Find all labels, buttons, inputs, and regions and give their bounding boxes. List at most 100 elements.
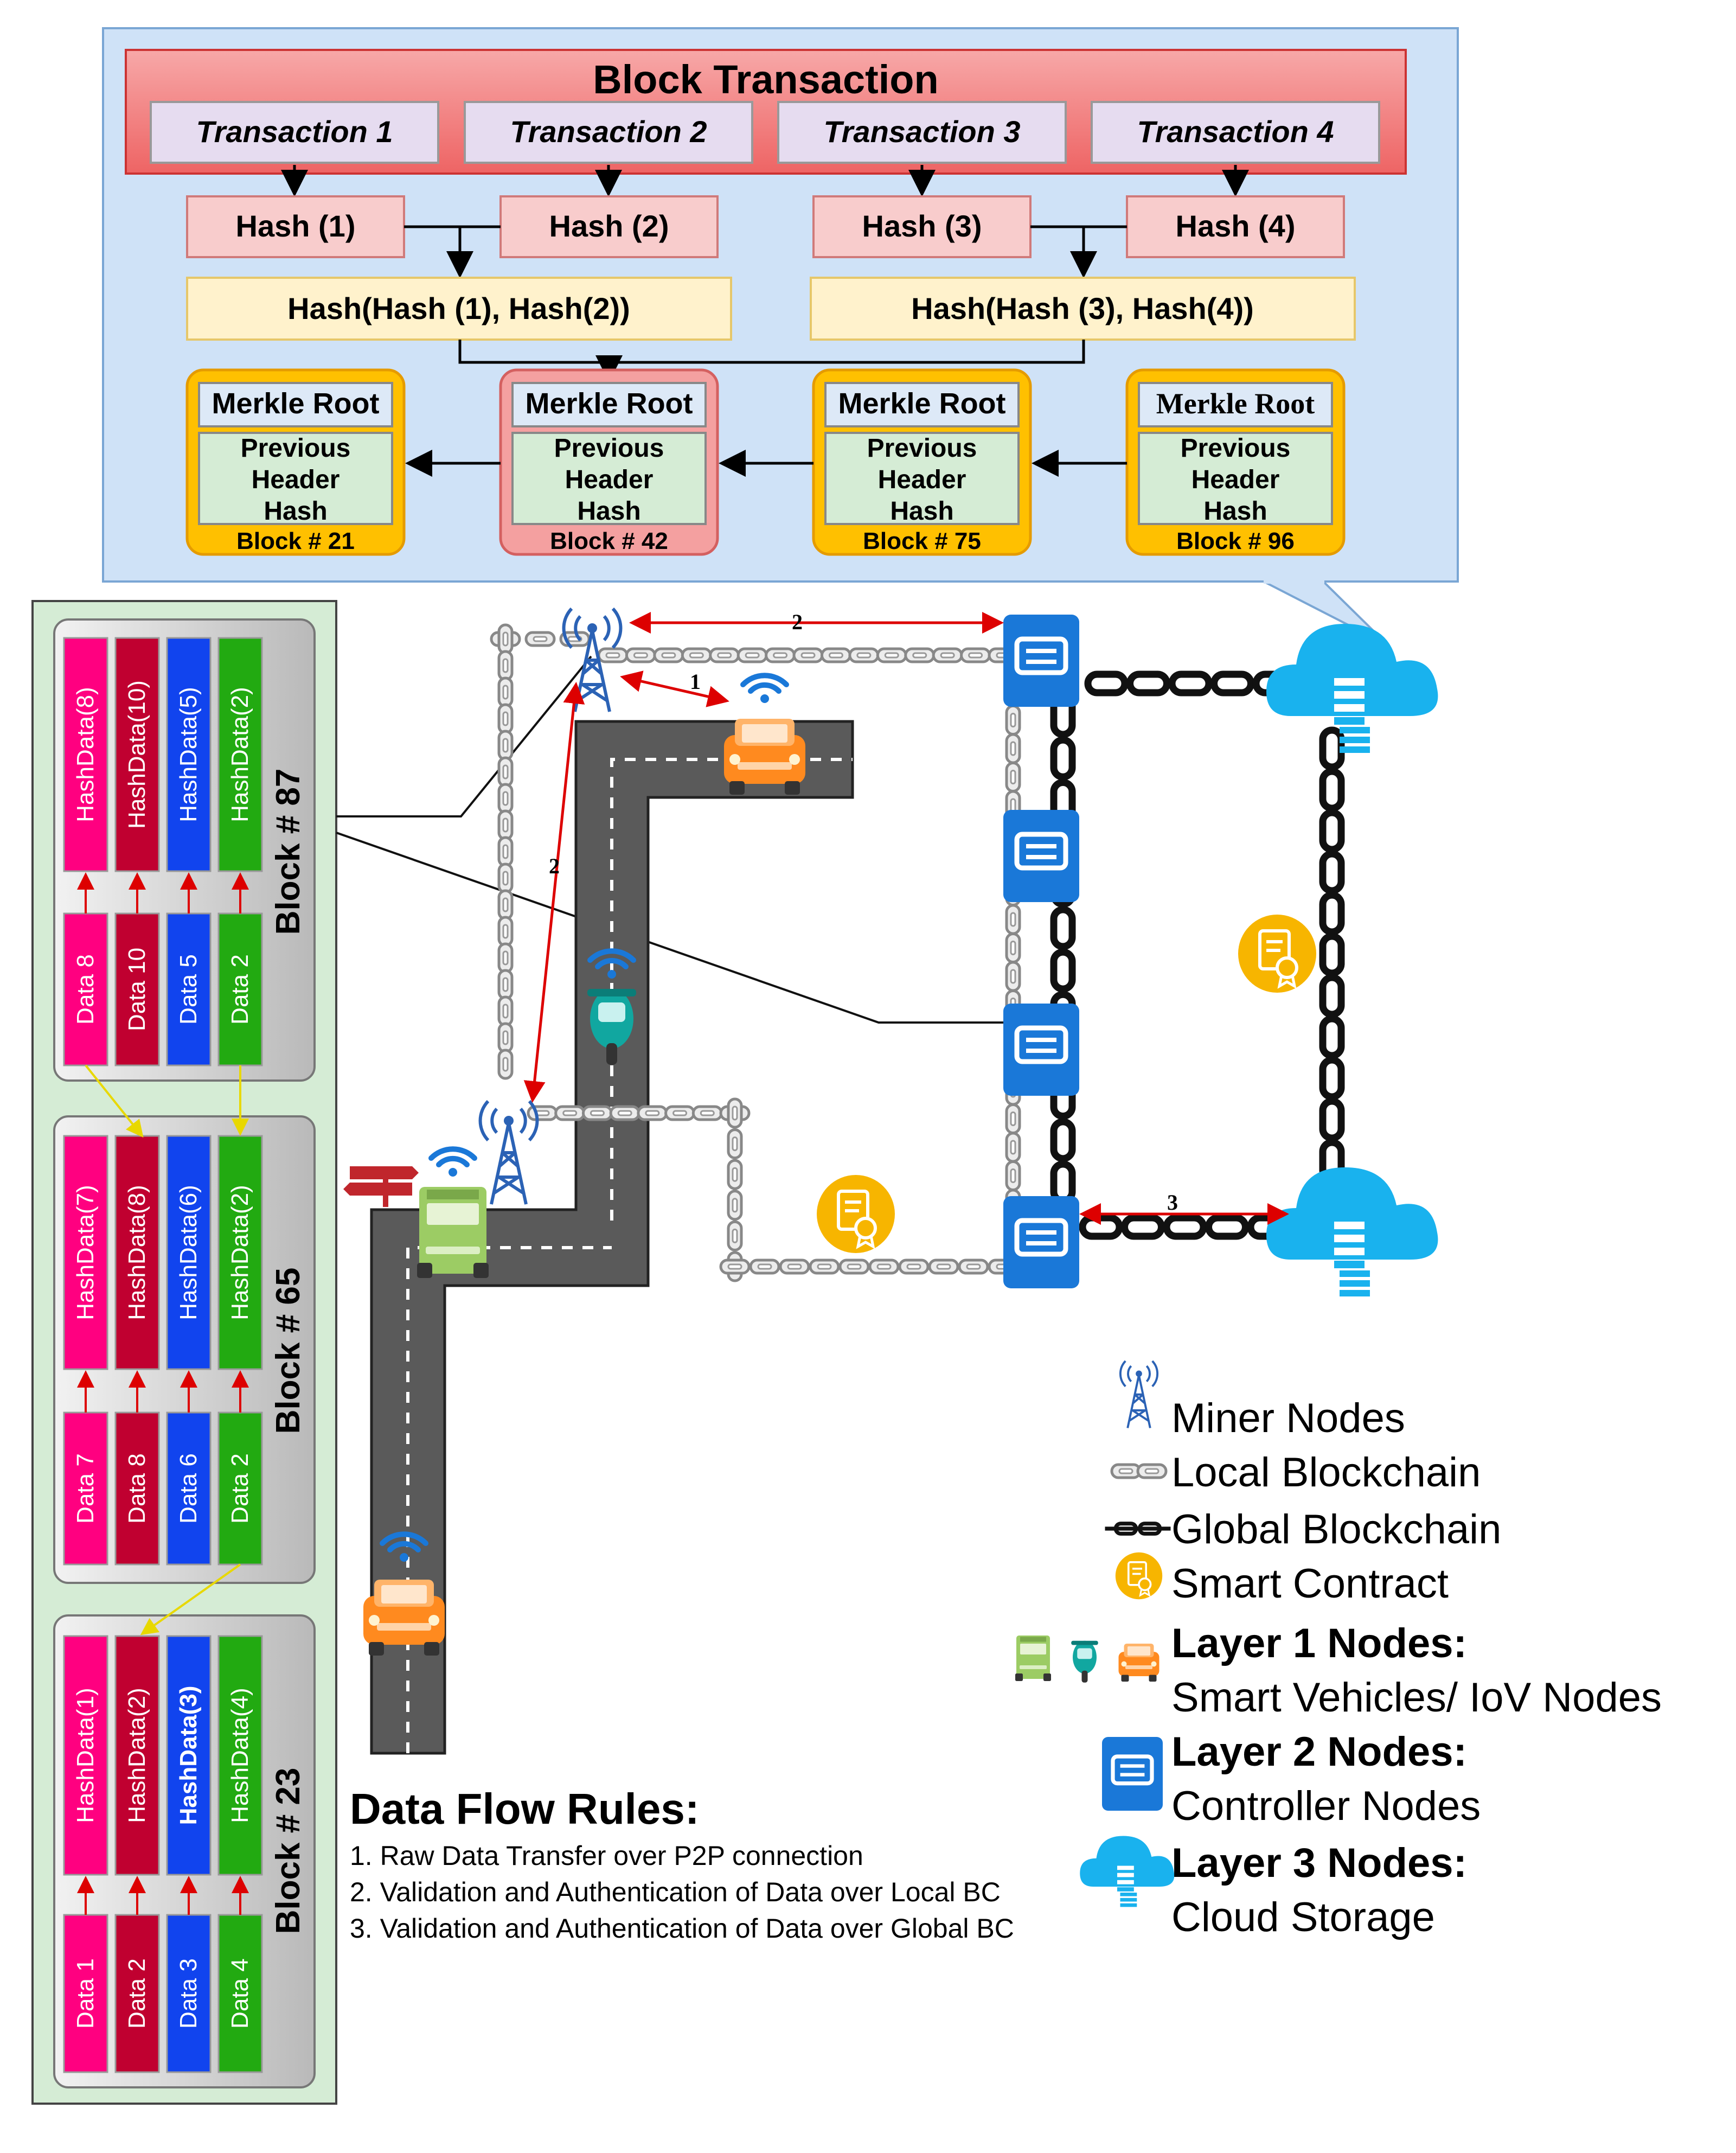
chain-block-75 [812,368,1032,556]
cloud-storage-node-2 [1266,1167,1438,1296]
block-number-21: Block # 21 [236,528,355,554]
data-87-1: Data 8 [72,954,99,1025]
wifi-icon [431,1149,475,1177]
global-chain-link [1054,1164,1072,1201]
local-chain-link [499,970,512,999]
legend-local-chain-icon [1112,1465,1166,1478]
local-chain-link [728,1160,741,1189]
legend-global-chain-icon [1105,1524,1171,1534]
hash-label-1: Hash (1) [236,209,356,243]
rule-2: 2. Validation and Authentication of Data… [350,1877,1001,1907]
global-chain-link [1323,978,1341,1014]
local-chain-link [810,1260,838,1273]
transaction-label-3: Transaction 3 [823,114,1020,149]
road-sign-icon [343,1166,419,1207]
local-chain-link [728,1222,741,1250]
local-chain-link [611,1107,639,1120]
local-chain-link [766,649,795,662]
legend-global-label: Global Blockchain [1171,1506,1501,1553]
local-chain-link [499,651,512,680]
global-chain-link [1214,674,1251,693]
legend-miner-label: Miner Nodes [1171,1395,1405,1441]
local-chain-link [499,944,512,972]
data-blocks-panel: HashData(8) HashData(10) HashData(5) Has… [31,600,337,2105]
global-chain-link [1323,854,1341,891]
controller-node-3 [1003,1004,1079,1096]
local-chain-link [638,1107,667,1120]
merkle-root-label-4: Merkle Root [1156,387,1315,420]
local-chain-link [528,1107,556,1120]
legend-layer2-title: Layer 2 Nodes: [1171,1729,1467,1775]
global-chain-link [1323,771,1341,808]
data-block-label-87: Block # 87 [270,769,307,935]
cloud-storage-node-1 [1266,624,1438,753]
transaction-box-4 [1091,101,1380,164]
global-chain-link [1323,1101,1341,1138]
local-chain-link [780,1260,809,1273]
local-chain-link [1007,1105,1020,1133]
local-chain-link [728,1130,741,1158]
data-23-2: Data 2 [124,1958,150,2029]
block-number-75: Block # 75 [863,528,981,554]
global-chain-link [1082,1218,1119,1236]
local-chain-link [738,649,766,662]
legend-layer1-title: Layer 1 Nodes: [1171,1620,1467,1666]
edge-label-2-top: 2 [792,610,803,634]
hashdata-65-3: HashData(6) [175,1185,202,1320]
hash-label-2: Hash (2) [549,209,669,243]
global-chain-link [1323,730,1341,767]
local-chain-link [499,758,512,786]
local-chain-link [877,649,906,662]
local-chain-link [822,649,850,662]
smart-contract-icon-1 [1238,915,1316,993]
hashdata-23-4: HashData(4) [227,1688,253,1823]
legend-layer2-desc: Controller Nodes [1171,1783,1481,1829]
transaction-label-4: Transaction 4 [1137,114,1334,149]
prev-label-4a: Previous [1181,434,1291,463]
data-block-23 [53,1614,316,2088]
local-chain-link [794,649,822,662]
legend-layer3-desc: Cloud Storage [1171,1894,1435,1940]
local-chain-link [499,705,512,733]
global-chain-link [1054,910,1072,947]
global-chain-link [1323,1060,1341,1097]
legend-contract-icon [1114,1551,1163,1600]
block-transaction-title: Block Transaction [593,57,938,102]
data-65-1: Data 7 [72,1453,99,1524]
prev-label-2c: Hash [577,497,640,526]
local-chain-link [526,633,554,646]
global-chain-link [1125,1218,1162,1236]
hashdata-23-1: HashData(1) [72,1688,99,1823]
data-87-3: Data 5 [175,954,202,1025]
prev-label-3a: Previous [867,434,977,463]
block-number-96: Block # 96 [1176,528,1295,554]
data-87-2: Data 10 [124,948,150,1031]
data-23-4: Data 4 [227,1958,253,2029]
local-chain-link [721,1260,749,1273]
transaction-label-1: Transaction 1 [196,114,393,149]
hashdata-65-1: HashData(7) [72,1185,99,1320]
hashdata-65-4: HashData(2) [227,1185,253,1320]
pair-hash-label-2: Hash(Hash (3), Hash(4)) [911,291,1254,325]
local-chain-link [655,649,683,662]
local-chain-link [499,891,512,919]
local-chain-link [900,1260,928,1273]
smart-contract-icon-2 [817,1175,895,1253]
smart-vehicle-car-1 [724,719,805,795]
hashdata-87-4: HashData(2) [227,687,253,822]
merkle-root-label-3: Merkle Root [838,387,1005,420]
local-chain-link [499,1050,512,1078]
edge-label-2-left: 2 [549,854,560,878]
hashdata-87-2: HashData(10) [124,680,150,829]
hashdata-87-3: HashData(5) [175,687,202,822]
hash-box-2 [499,195,719,258]
hashdata-23-2: HashData(2) [124,1688,150,1823]
prev-label-2b: Header [565,465,654,494]
hash-label-4: Hash (4) [1176,209,1296,243]
local-chain-link [906,649,934,662]
global-chain-link [1088,674,1125,693]
legend-layer1-desc: Smart Vehicles/ IoV Nodes [1171,1675,1662,1721]
local-chain-link [499,625,512,653]
local-chain-link [499,784,512,813]
